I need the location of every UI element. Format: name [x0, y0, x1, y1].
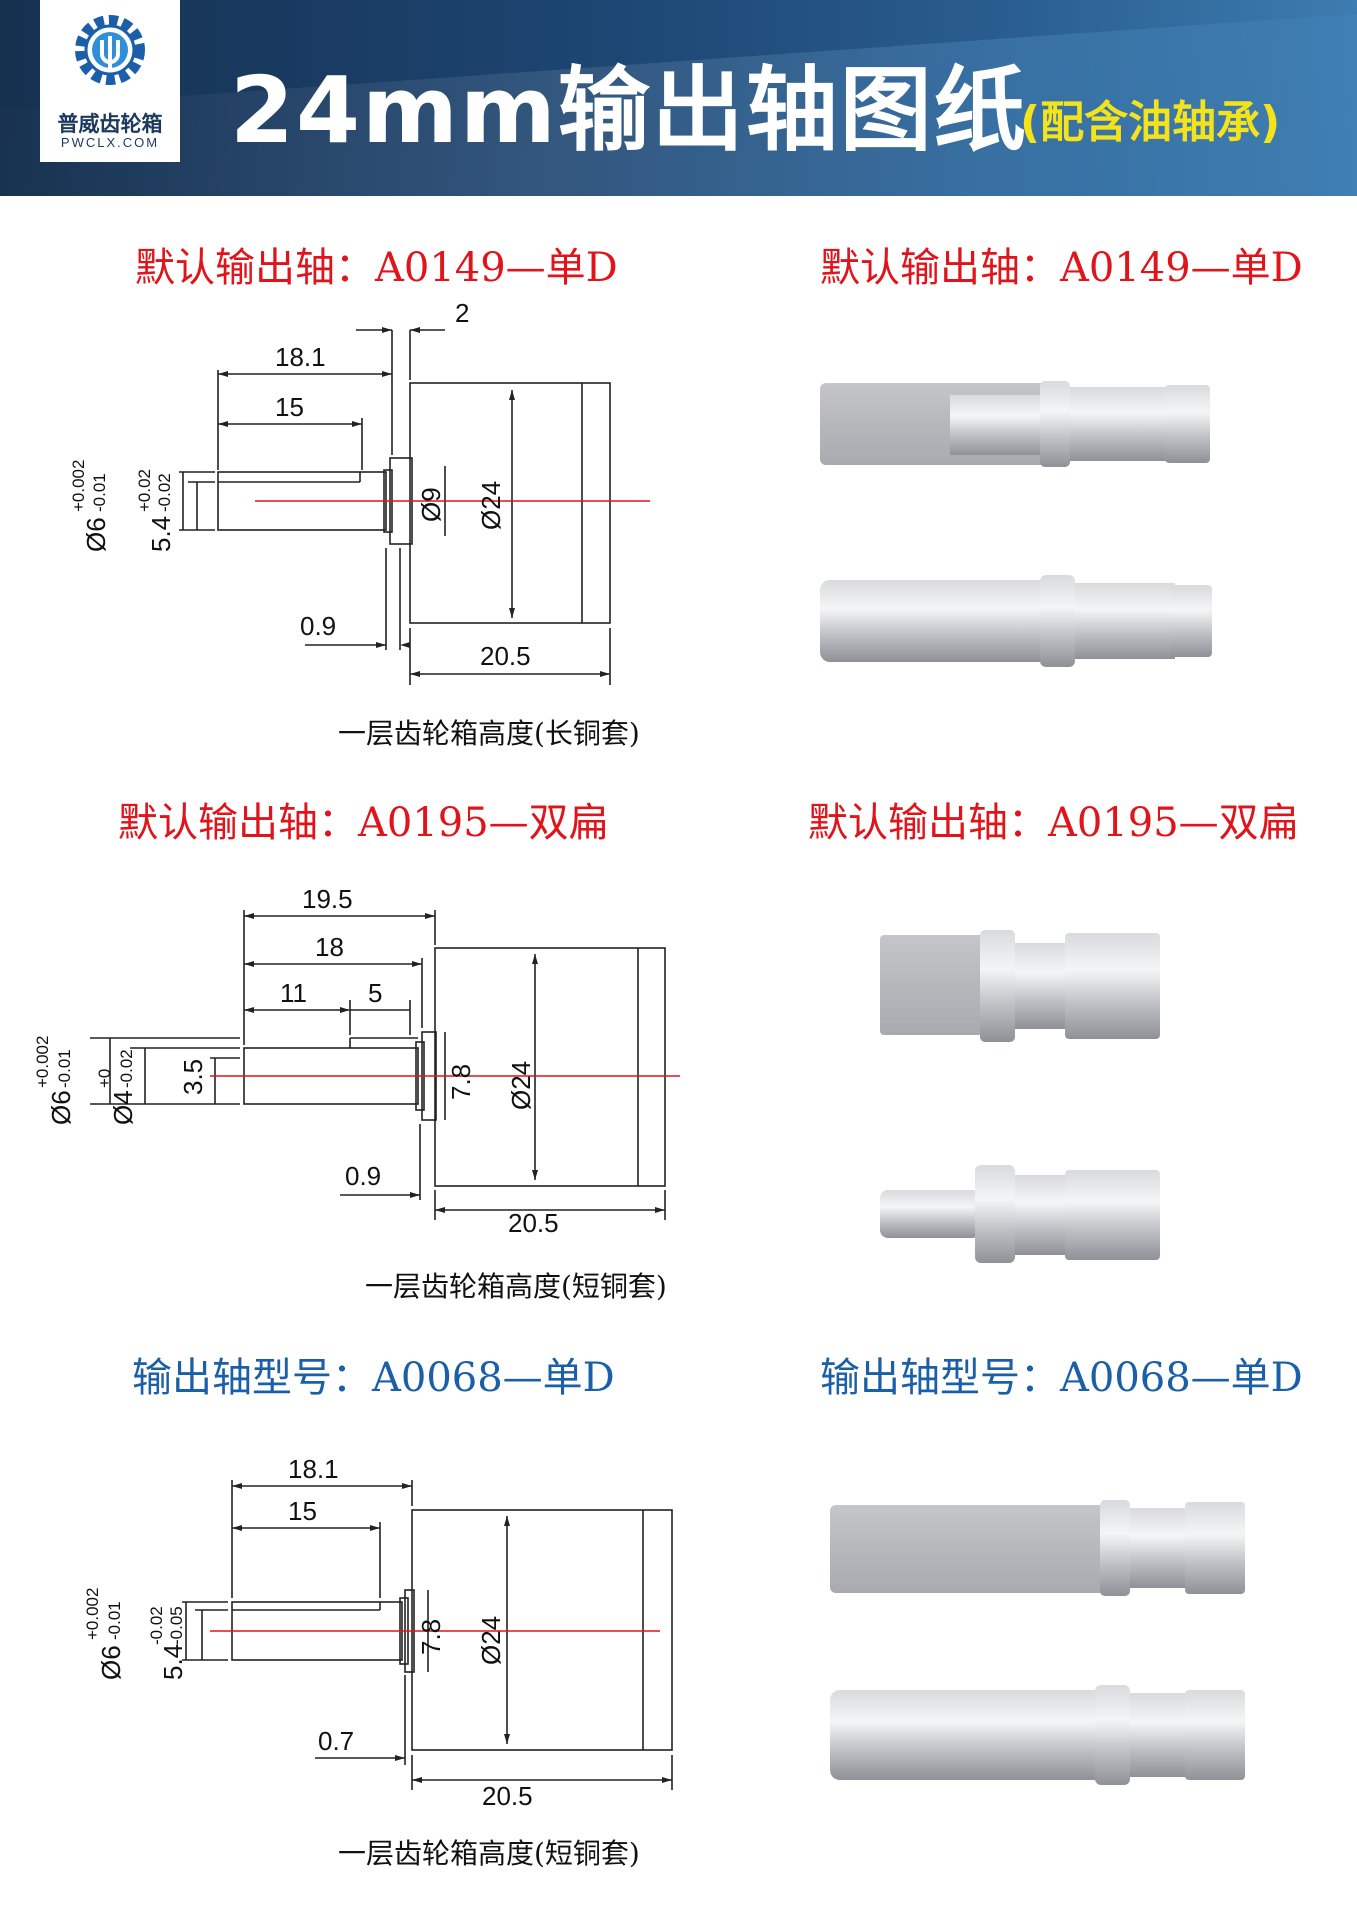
dim-dia4: Ø4	[108, 1090, 138, 1125]
section1-photo-title: 默认输出轴：A0149—单D	[820, 245, 1303, 291]
dim-18-1: 18.1	[275, 342, 326, 372]
dim-0-7: 0.7	[318, 1726, 354, 1756]
dim-body-dia24: Ø24	[506, 1061, 536, 1110]
dim-dia6-tol-low: -0.01	[55, 1049, 74, 1088]
dim-dia4-tol-up: +0	[95, 1069, 114, 1088]
dim-15: 15	[288, 1496, 317, 1526]
dim-15: 15	[275, 392, 304, 422]
dim-dia6-tol-low: -0.01	[90, 473, 109, 512]
dim-flat-tol-low: -0.02	[155, 473, 174, 512]
shaft-photo-a0149-flat	[820, 381, 1210, 467]
dim-dia6: Ø6	[81, 517, 111, 552]
dim-dia6-tol-up: +0.002	[33, 1036, 52, 1088]
section2-photo-title: 默认输出轴：A0195—双扁	[808, 800, 1299, 846]
dim-flat-tol-low: -0.05	[167, 1606, 186, 1645]
section3-caption: 一层齿轮箱高度(短铜套)	[338, 1837, 640, 1870]
section1-shaft-photos	[820, 381, 1212, 667]
section3-technical-drawing: 18.1 15 0.7 20.5 Ø6 +0.002 -0.01 5.4 -0.…	[83, 1454, 673, 1811]
dim-dia6-tol-up: +0.002	[69, 460, 88, 512]
section2-shaft-photos	[880, 930, 1160, 1263]
section3-photo-title: 输出轴型号：A0068—单D	[820, 1355, 1303, 1401]
dim-flat-tol-up: +0.02	[135, 469, 154, 512]
dim-dia6-tol-low: -0.01	[105, 1601, 124, 1640]
logo-name-en: PWCLX.COM	[60, 135, 160, 150]
dim-2: 2	[455, 298, 469, 328]
page-title: 24mm输出轴图纸	[230, 57, 1028, 164]
dim-5: 5	[368, 978, 382, 1008]
shaft-photo-a0195-round	[880, 1165, 1160, 1263]
dim-dia6-tol-up: +0.002	[83, 1588, 102, 1640]
dim-11: 11	[280, 978, 307, 1008]
section1-technical-drawing: 2 18.1 15 0.9 20.5 Ø6 +0.002 -0.01 5.4 +…	[69, 298, 650, 685]
dim-flat-3-5: 3.5	[178, 1059, 208, 1095]
dim-body-dia24: Ø24	[476, 481, 506, 530]
section2-technical-drawing: 19.5 18 11 5 0.9 20.5 Ø6 +0.002 -0.01 Ø4…	[33, 884, 680, 1238]
shaft-photo-a0068-round	[830, 1685, 1245, 1785]
page-subtitle: (配含油轴承)	[1020, 97, 1281, 148]
dim-20-5: 20.5	[480, 641, 531, 671]
dim-0-9: 0.9	[345, 1161, 381, 1191]
section3-shaft-photos	[830, 1500, 1245, 1785]
dim-20-5: 20.5	[482, 1781, 533, 1811]
dim-18-1: 18.1	[288, 1454, 339, 1484]
header-banner: 普威齿轮箱 PWCLX.COM 24mm输出轴图纸 (配含油轴承)	[0, 0, 1357, 196]
dim-hub-7-8: 7.8	[446, 1064, 476, 1100]
dim-flat-tol-up: -0.02	[147, 1606, 166, 1645]
dim-dia6: Ø6	[46, 1090, 76, 1125]
gear-logo-icon	[75, 15, 145, 85]
dim-flat: 5.4	[146, 516, 176, 552]
logo-name-cn: 普威齿轮箱	[57, 112, 163, 136]
dim-dia4-tol-low: -0.02	[117, 1049, 136, 1088]
section2-caption: 一层齿轮箱高度(短铜套)	[365, 1270, 667, 1303]
section1-drawing-title: 默认输出轴：A0149—单D	[135, 245, 618, 291]
dim-flat: 5.4	[158, 1644, 188, 1680]
shaft-photo-a0068-flat	[830, 1500, 1245, 1596]
dim-dia6: Ø6	[96, 1645, 126, 1680]
shaft-photo-a0195-flat	[880, 930, 1160, 1042]
dim-19-5: 19.5	[302, 884, 353, 914]
dim-18: 18	[315, 932, 344, 962]
dim-20-5: 20.5	[508, 1208, 559, 1238]
section2-drawing-title: 默认输出轴：A0195—双扁	[118, 800, 609, 846]
dim-hub-dia9: Ø9	[416, 487, 446, 522]
dim-0-9: 0.9	[300, 611, 336, 641]
dim-body-dia24: Ø24	[476, 1616, 506, 1665]
section3-drawing-title: 输出轴型号：A0068—单D	[132, 1355, 615, 1401]
dim-hub-7-8: 7.8	[416, 1619, 446, 1655]
shaft-photo-a0149-round	[820, 575, 1212, 667]
brand-logo: 普威齿轮箱 PWCLX.COM	[40, 0, 180, 162]
section1-caption: 一层齿轮箱高度(长铜套)	[338, 717, 640, 750]
